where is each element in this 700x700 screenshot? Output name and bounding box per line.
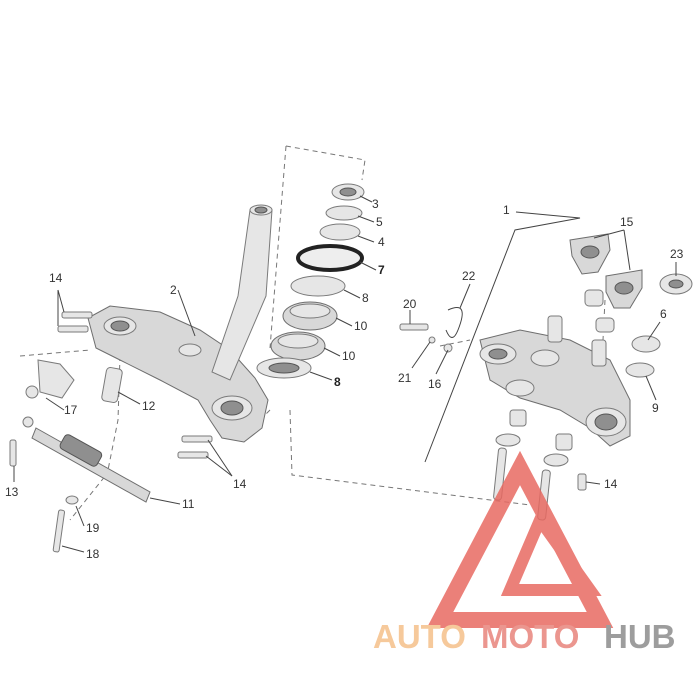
callout-21: 21 (398, 371, 412, 385)
callout-20: 20 (403, 297, 417, 311)
small-parts-left (9, 367, 123, 553)
callout-10-upper: 10 (354, 319, 368, 333)
callout-13: 13 (5, 485, 19, 499)
bearing-stack (256, 183, 365, 379)
callout-14-upper-left: 14 (49, 271, 63, 285)
callout-1: 1 (503, 203, 510, 217)
callout-8-upper: 8 (362, 291, 369, 305)
callout-5: 5 (376, 215, 383, 229)
callout-16: 16 (428, 377, 442, 391)
clip-and-pin (399, 307, 463, 353)
callout-15: 15 (620, 215, 634, 229)
watermark-text-auto: AUTO (373, 618, 466, 655)
callout-22: 22 (462, 269, 476, 283)
callout-10-lower: 10 (342, 349, 356, 363)
watermark-logo: AUTO MOTO HUB (373, 450, 676, 655)
callout-18: 18 (86, 547, 100, 561)
damper-bracket (25, 359, 75, 399)
handlebar-clamps (569, 233, 693, 309)
watermark-triangle-outer (426, 450, 614, 628)
callout-23: 23 (670, 247, 684, 261)
leader-lines (13, 195, 677, 553)
watermark-text-hub: HUB (604, 618, 676, 655)
watermark-triangle-inner (500, 507, 602, 596)
callout-14-right: 14 (604, 477, 618, 491)
callout-17: 17 (64, 403, 78, 417)
callout-11: 11 (182, 497, 195, 511)
callout-8-lower: 8 (334, 375, 341, 389)
upper-triple-clamp (479, 329, 631, 447)
callout-12: 12 (142, 399, 156, 413)
clamp-spacers (547, 289, 661, 378)
bolts-upper-left (57, 311, 213, 459)
callout-3: 3 (372, 197, 379, 211)
callout-9: 9 (652, 401, 659, 415)
steering-damper (22, 416, 151, 503)
watermark-text-moto: MOTO (481, 618, 579, 655)
lower-triple-clamp (87, 305, 269, 443)
callout-7: 7 (378, 263, 385, 277)
callout-2: 2 (170, 283, 177, 297)
callout-labels: 1 2 3 5 4 7 8 10 10 8 15 23 6 9 22 20 21… (5, 197, 684, 561)
steering-stem (211, 204, 273, 381)
callout-14-lower-left: 14 (233, 477, 247, 491)
callout-6: 6 (660, 307, 667, 321)
callout-19: 19 (86, 521, 100, 535)
callout-4: 4 (378, 235, 385, 249)
